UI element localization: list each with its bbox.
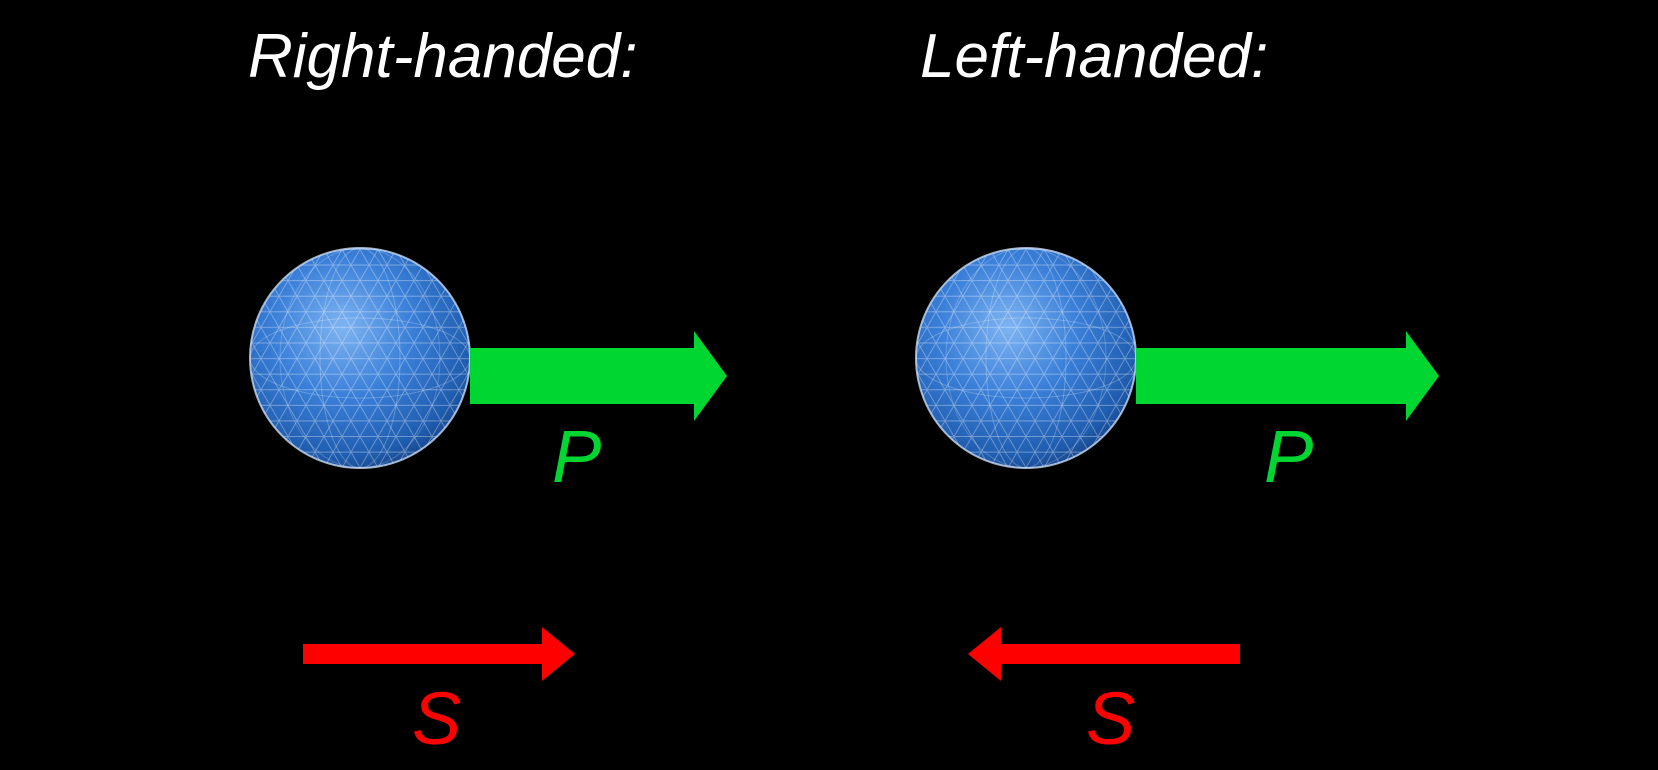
particle-sphere-left-handed [915, 247, 1137, 469]
momentum-label-right-handed: P [552, 415, 601, 498]
spin-label-right-handed: S [412, 677, 461, 760]
spin-arrow-left-handed [968, 627, 1240, 681]
momentum-label-left-handed: P [1264, 415, 1313, 498]
left-handed-title: Left-handed: [920, 22, 1268, 91]
particle-sphere-right-handed [249, 247, 471, 469]
spin-arrow-right-handed [303, 627, 575, 681]
momentum-arrow-right-handed [470, 331, 727, 421]
momentum-arrow-left-handed [1136, 331, 1439, 421]
spin-label-left-handed: S [1086, 677, 1135, 760]
right-handed-title: Right-handed: [248, 22, 638, 91]
